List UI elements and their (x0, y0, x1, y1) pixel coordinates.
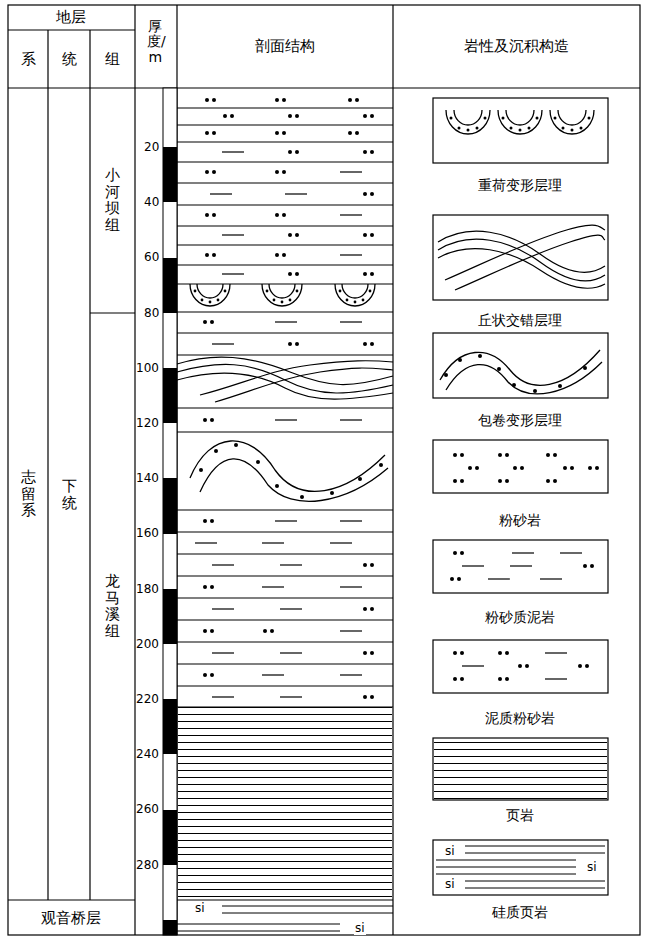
scale-number: 160 (136, 526, 159, 540)
legend-text: 丘状交错层理 (478, 312, 562, 329)
scale-number: 40 (144, 195, 159, 209)
table-cell: 系 (21, 50, 36, 68)
table-cell: 厚度/m (147, 19, 164, 65)
legend-text: 页岩 (506, 807, 534, 824)
scale-number: 60 (144, 250, 159, 264)
legend-text: 包卷变形层理 (478, 412, 562, 429)
scale-number: 240 (136, 747, 159, 761)
lithology-code: si (586, 860, 598, 874)
legend-siliceous (436, 846, 605, 888)
scale-number: 20 (144, 140, 159, 154)
legend-marks (434, 453, 607, 799)
legend-hummocky (438, 225, 605, 290)
scale-number: 120 (136, 416, 159, 430)
table-cell: 观音桥层 (41, 909, 101, 927)
lithology-code: si (194, 901, 206, 915)
table-cell: 下统 (62, 478, 77, 511)
scale-number: 180 (136, 582, 159, 596)
scale-number: 220 (136, 692, 159, 706)
scale-bar (163, 88, 177, 935)
legend-text: 粉砂质泥岩 (485, 609, 555, 626)
legend-boxes (433, 98, 608, 895)
bed-lines (177, 108, 393, 900)
legend-text: 粉砂岩 (499, 512, 541, 529)
table-cell: 小河坝组 (105, 167, 120, 233)
shale-fill (178, 707, 392, 900)
table-cell: 龙马溪组 (105, 573, 120, 639)
scale-number: 140 (136, 471, 159, 485)
legend-text: 重荷变形层理 (478, 177, 562, 194)
table-cell: 组 (105, 50, 120, 68)
scale-number: 100 (136, 361, 159, 375)
table-cell: 剖面结构 (255, 37, 315, 55)
legend-text: 泥质粉砂岩 (485, 710, 555, 727)
convolute-bedding (190, 441, 388, 501)
legend-convolute (440, 350, 602, 394)
scale-number: 280 (136, 858, 159, 872)
hummocky-bedding (177, 357, 393, 402)
lithology-code: si (444, 844, 456, 858)
lithology-code: si (354, 921, 366, 935)
table-cell: 地层 (56, 8, 86, 26)
scale-number: 200 (136, 637, 159, 651)
lithology-code: si (444, 877, 456, 891)
legend-load-cast (446, 110, 594, 134)
legend-text: 硅质页岩 (492, 904, 548, 921)
table-grid (8, 5, 640, 935)
load-cast (190, 284, 375, 306)
table-cell: 统 (62, 50, 77, 68)
scale-number: 80 (144, 306, 159, 320)
scale-number: 260 (136, 802, 159, 816)
table-cell: 岩性及沉积构造 (464, 37, 569, 55)
table-cell: 志留系 (21, 469, 36, 519)
